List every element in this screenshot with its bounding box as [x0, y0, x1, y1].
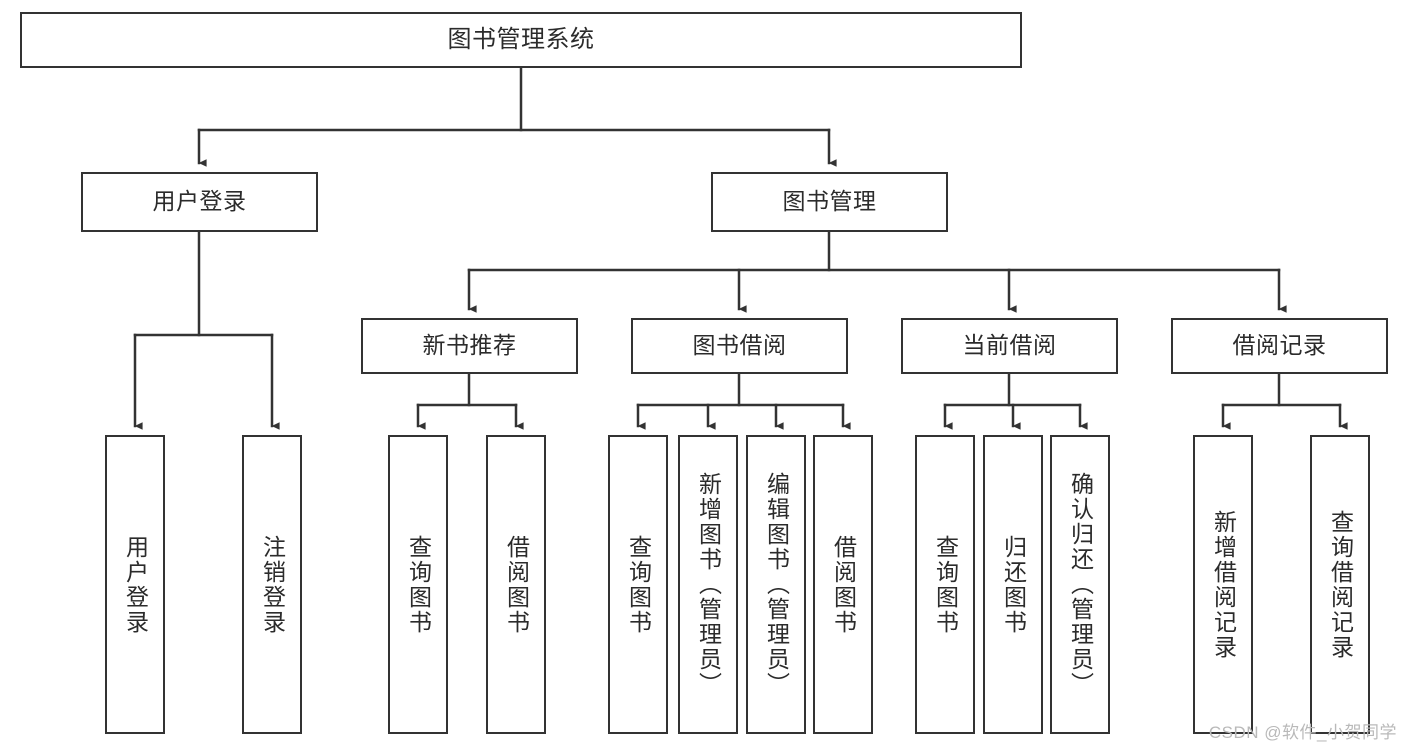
node-leaf-add-book-admin[interactable]: 新增图书（管理员） — [678, 435, 738, 734]
node-leaf-borrow-book-2-label: 借阅图书 — [830, 534, 857, 635]
node-leaf-add-book-admin-label: 新增图书（管理员） — [695, 472, 722, 697]
node-leaf-confirm-return-admin[interactable]: 确认归还（管理员） — [1050, 435, 1110, 734]
edge-login-to-bus — [133, 230, 274, 337]
node-book-borrow[interactable]: 图书借阅 — [631, 318, 848, 374]
node-leaf-logout[interactable]: 注销登录 — [242, 435, 302, 734]
node-leaf-add-borrow-record[interactable]: 新增借阅记录 — [1193, 435, 1253, 734]
node-leaf-confirm-return-admin-label: 确认归还（管理员） — [1067, 472, 1094, 697]
node-user-login-label: 用户登录 — [152, 188, 247, 215]
node-user-login[interactable]: 用户登录 — [81, 172, 318, 232]
node-leaf-query-book-3[interactable]: 查询图书 — [915, 435, 975, 734]
watermark: CSDN @软件_小贺同学 — [1208, 723, 1397, 742]
edge-records-to-bus — [1221, 372, 1342, 407]
edge-current-to-bus — [943, 372, 1082, 407]
node-book-borrow-label: 图书借阅 — [692, 332, 787, 359]
node-leaf-edit-book-admin[interactable]: 编辑图书（管理员） — [746, 435, 806, 734]
node-leaf-query-book-1[interactable]: 查询图书 — [388, 435, 448, 734]
node-book-management[interactable]: 图书管理 — [711, 172, 948, 232]
node-leaf-return-book[interactable]: 归还图书 — [983, 435, 1043, 734]
node-book-management-label: 图书管理 — [782, 188, 877, 215]
node-leaf-return-book-label: 归还图书 — [1000, 534, 1027, 635]
node-current-borrow-label: 当前借阅 — [962, 332, 1057, 359]
node-leaf-borrow-book-2[interactable]: 借阅图书 — [813, 435, 873, 734]
node-borrow-records[interactable]: 借阅记录 — [1171, 318, 1388, 374]
node-borrow-records-label: 借阅记录 — [1232, 332, 1327, 359]
node-leaf-edit-book-admin-label: 编辑图书（管理员） — [763, 472, 790, 697]
node-root-label: 图书管理系统 — [447, 25, 595, 53]
node-leaf-add-borrow-record-label: 新增借阅记录 — [1210, 509, 1237, 660]
node-leaf-query-book-2-label: 查询图书 — [625, 534, 652, 635]
node-leaf-query-borrow-record-label: 查询借阅记录 — [1327, 509, 1354, 660]
node-leaf-query-book-3-label: 查询图书 — [932, 534, 959, 635]
node-new-book-recommend-label: 新书推荐 — [422, 332, 517, 359]
edge-bookmgmt-to-bus — [467, 230, 1281, 272]
node-leaf-borrow-book-1-label: 借阅图书 — [503, 534, 530, 635]
node-leaf-query-book-2[interactable]: 查询图书 — [608, 435, 668, 734]
node-leaf-query-book-1-label: 查询图书 — [405, 534, 432, 635]
edge-borrow-to-bus — [636, 372, 845, 407]
node-current-borrow[interactable]: 当前借阅 — [901, 318, 1118, 374]
node-new-book-recommend[interactable]: 新书推荐 — [361, 318, 578, 374]
node-leaf-user-login-label: 用户登录 — [122, 534, 149, 635]
edge-root-to-bus — [197, 66, 831, 132]
node-root[interactable]: 图书管理系统 — [20, 12, 1022, 68]
node-leaf-user-login[interactable]: 用户登录 — [105, 435, 165, 734]
node-leaf-logout-label: 注销登录 — [259, 534, 286, 635]
node-leaf-query-borrow-record[interactable]: 查询借阅记录 — [1310, 435, 1370, 734]
node-leaf-borrow-book-1[interactable]: 借阅图书 — [486, 435, 546, 734]
edge-newbook-to-bus — [416, 372, 518, 407]
